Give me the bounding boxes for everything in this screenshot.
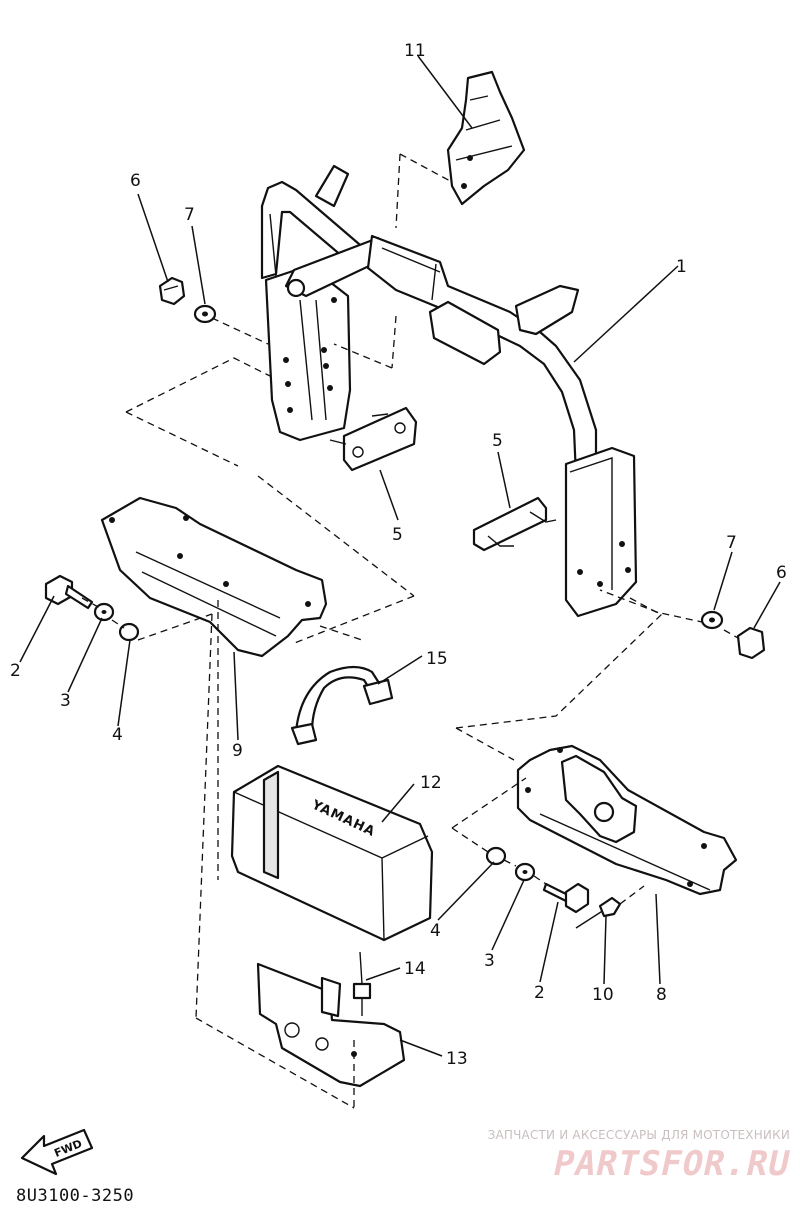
callouts: 11 6 7 1 5 5 7 6 2 3 4 9 15 12 4 3 2 10 … [10, 41, 787, 1069]
callout-10: 10 [592, 985, 614, 1005]
callout-13: 13 [446, 1049, 468, 1069]
callout-9: 9 [232, 741, 243, 761]
part-7-washer-upper [193, 304, 217, 324]
diagram-code: 8U3100-3250 [16, 1186, 135, 1206]
watermark-tagline: ЗАПЧАСТИ И АКСЕССУАРЫ ДЛЯ МОТОТЕХНИКИ [487, 1128, 790, 1142]
callout-14: 14 [404, 959, 426, 979]
part-12-battery: YAMAHA [230, 764, 434, 942]
watermark-logo: PARTSFOR.RU [549, 1144, 795, 1184]
part-14-pin [352, 951, 372, 1016]
callout-12: 12 [420, 773, 442, 793]
part-4-washer-right [485, 846, 507, 866]
callout-3-right: 3 [484, 951, 495, 971]
part-13-holder [256, 962, 406, 1088]
callout-8: 8 [656, 985, 667, 1005]
callout-2-right: 2 [534, 983, 545, 1003]
part-2-bolt-right [542, 882, 590, 914]
part-3-washer-left [93, 602, 115, 622]
callout-1: 1 [676, 257, 687, 277]
callout-11: 11 [404, 41, 426, 61]
callout-4-right: 4 [430, 921, 441, 941]
part-11-bracket [446, 70, 526, 206]
part-10-rivet [575, 896, 622, 929]
part-9-bracket [100, 496, 328, 658]
callout-2-left: 2 [10, 661, 21, 681]
part-6-nut-right [736, 626, 766, 660]
part-3-washer-right [514, 862, 536, 882]
part-2-bolt-left [44, 574, 94, 610]
part-7-washer-right [700, 610, 724, 630]
part-6-nut-upper [158, 276, 186, 306]
assembly-lines [81, 153, 739, 1109]
part-8-bracket [516, 744, 738, 896]
callout-4-left: 4 [112, 725, 123, 745]
part-1-frame [260, 164, 638, 618]
part-4-washer-left [118, 622, 140, 642]
leader-lines [19, 55, 781, 1057]
part-5-stud-plate-upper [329, 406, 418, 472]
callout-6-upper: 6 [130, 171, 141, 191]
callout-7-upper: 7 [184, 205, 195, 225]
callout-3-left: 3 [60, 691, 71, 711]
callout-5-upper: 5 [392, 525, 403, 545]
part-15-strap [290, 665, 394, 746]
callout-5-lower: 5 [492, 431, 503, 451]
fwd-arrow-icon: FWD [20, 1128, 94, 1176]
callout-15: 15 [426, 649, 448, 669]
part-5-stud-plate-lower [472, 496, 557, 552]
watermark: ЗАПЧАСТИ И АКСЕССУАРЫ ДЛЯ МОТОТЕХНИКИ PA… [470, 1128, 795, 1184]
callout-7-right: 7 [726, 533, 737, 553]
callout-6-right: 6 [776, 563, 787, 583]
